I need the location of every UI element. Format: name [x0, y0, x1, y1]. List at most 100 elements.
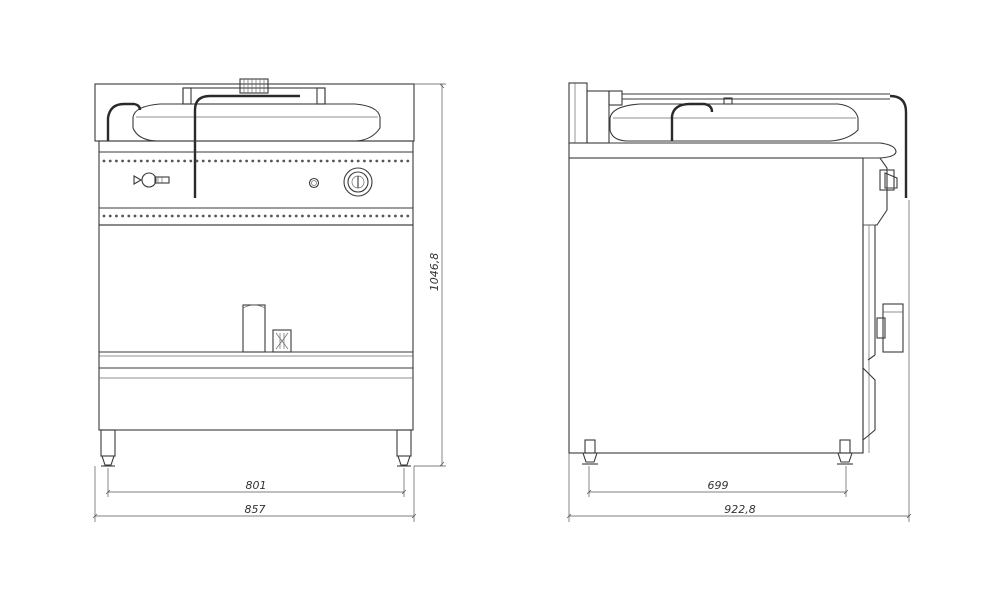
perforation-hole [189, 159, 193, 163]
perforation-hole [152, 214, 156, 218]
perforation-hole [139, 214, 143, 218]
perforation-hole [356, 159, 360, 163]
lid-handle [239, 78, 269, 94]
perforation-hole [214, 214, 218, 218]
perforation-hole [214, 159, 218, 163]
perforation-hole [108, 159, 112, 163]
perforation-hole [146, 159, 149, 163]
perforation-hole [338, 214, 341, 218]
perforation-hole [208, 159, 211, 163]
dim-front-total-width: 857 [245, 503, 266, 516]
perforation-hole [400, 214, 403, 218]
perforation-hole [276, 159, 279, 163]
perforation-hole [270, 214, 273, 218]
perforation-hole [208, 214, 211, 218]
perforation-bottom [102, 214, 410, 218]
perforation-hole [177, 159, 180, 163]
valve-knob-icon [133, 172, 170, 188]
perforation-hole [115, 159, 118, 163]
perforation-hole [127, 159, 131, 163]
perforation-hole [164, 214, 168, 218]
perforation-hole [226, 159, 230, 163]
indicator-light-icon [308, 177, 320, 189]
perforation-hole [257, 214, 261, 218]
perforation-hole [183, 214, 187, 218]
perforation-hole [394, 214, 397, 218]
perforation-hole [301, 159, 304, 163]
dim-side-inner-depth: 699 [708, 479, 729, 492]
front-view [94, 78, 415, 467]
perforation-hole [332, 214, 335, 218]
perforation-hole [183, 159, 187, 163]
perforation-hole [294, 159, 298, 163]
side-knob-icon [879, 169, 898, 191]
perforation-hole [239, 214, 242, 218]
perforation-hole [127, 214, 131, 218]
perforation-hole [251, 159, 255, 163]
perforation-hole [319, 159, 323, 163]
perforation-hole [245, 159, 249, 163]
perforation-hole [387, 214, 391, 218]
perforation-hole [381, 159, 385, 163]
dim-front-inner-width: 801 [246, 479, 267, 492]
perforation-hole [121, 159, 124, 163]
perforation-hole [406, 214, 410, 218]
perforation-hole [276, 214, 279, 218]
perforation-hole [133, 214, 137, 218]
perforation-hole [325, 159, 329, 163]
control-knob-icon [343, 167, 373, 197]
perforation-hole [406, 159, 410, 163]
perforation-hole [307, 214, 310, 218]
perforation-hole [108, 214, 112, 218]
perforation-hole [220, 159, 224, 163]
perforation-hole [375, 214, 379, 218]
perforation-hole [170, 214, 174, 218]
perforation-hole [363, 214, 366, 218]
perforation-hole [158, 159, 162, 163]
perforation-hole [313, 159, 317, 163]
perforation-hole [332, 159, 335, 163]
perforation-hole [226, 214, 230, 218]
perforation-hole [288, 214, 292, 218]
perforation-hole [170, 159, 174, 163]
dim-side-total-depth: 922,8 [724, 503, 756, 516]
filter-grid-icon [272, 329, 292, 353]
perforation-hole [313, 214, 317, 218]
perforation-hole [102, 159, 106, 163]
perforation-hole [325, 214, 329, 218]
perforation-hole [288, 159, 292, 163]
perforation-hole [121, 214, 124, 218]
dim-front-height: 1046,8 [428, 253, 441, 292]
perforation-hole [344, 159, 348, 163]
perforation-hole [115, 214, 118, 218]
perforation-hole [369, 214, 372, 218]
perforation-hole [301, 214, 304, 218]
perforation-hole [152, 159, 156, 163]
perforation-hole [232, 214, 236, 218]
perforation-hole [133, 159, 137, 163]
perforation-hole [319, 214, 323, 218]
perforation-hole [257, 159, 261, 163]
perforation-hole [375, 159, 379, 163]
perforation-hole [201, 159, 205, 163]
perforation-hole [350, 214, 354, 218]
perforation-hole [282, 159, 286, 163]
perforation-hole [251, 214, 255, 218]
perforation-hole [245, 214, 249, 218]
perforation-hole [282, 214, 286, 218]
perforation-hole [220, 214, 224, 218]
perforation-hole [387, 159, 391, 163]
perforation-hole [232, 159, 236, 163]
perforation-hole [201, 214, 205, 218]
perforation-hole [239, 159, 242, 163]
perforation-hole [369, 159, 372, 163]
perforation-hole [158, 214, 162, 218]
perforation-hole [195, 214, 199, 218]
perforation-top [102, 159, 410, 163]
perforation-hole [344, 214, 348, 218]
perforation-hole [307, 159, 310, 163]
perforation-hole [350, 159, 354, 163]
perforation-hole [294, 214, 298, 218]
perforation-hole [356, 214, 360, 218]
side-dimensions [566, 200, 912, 522]
